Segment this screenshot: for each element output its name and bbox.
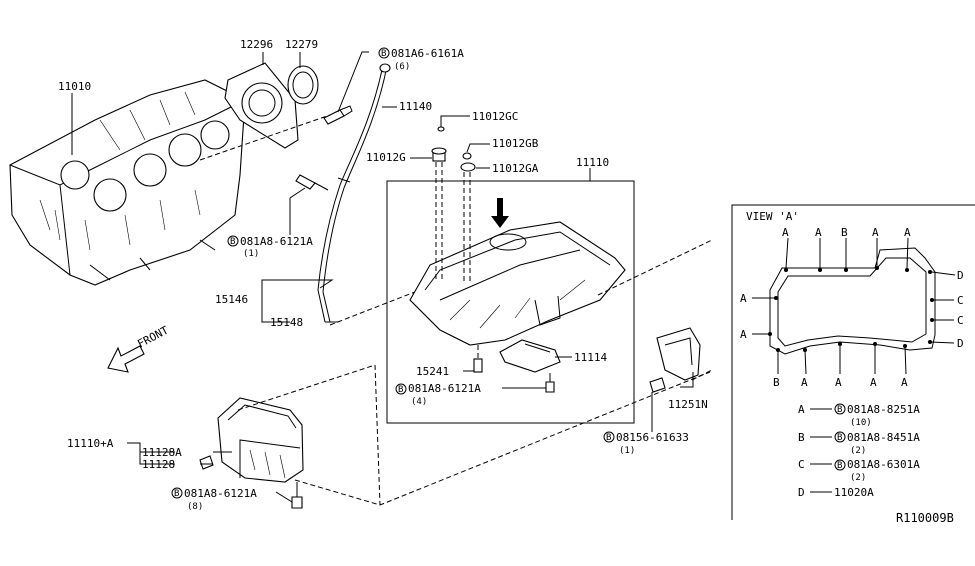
label-15146[interactable]: 15146 (215, 293, 248, 306)
label-11012gb[interactable]: 11012GB (492, 137, 539, 150)
circled-b-symbols (171, 47, 846, 499)
legend-key-b: B (798, 431, 805, 444)
circled-b-2: B (230, 237, 235, 247)
circled-b-5: B (174, 489, 179, 499)
bracket-11251n-drawing[interactable] (656, 327, 701, 381)
view-a-leaders (752, 237, 956, 375)
label-bolt-gauge-qty: (1) (243, 249, 259, 259)
circled-b-4: B (606, 433, 611, 443)
front-direction-arrow (107, 345, 145, 373)
pin-15241-drawing[interactable] (473, 345, 483, 373)
circled-b-3: B (398, 385, 403, 395)
baffle-bolt-drawing[interactable] (545, 373, 555, 393)
view-a-letter-a2: A (815, 226, 822, 239)
label-bolt-081a6-6161a[interactable]: 081A6-6161A (391, 47, 464, 60)
label-11114[interactable]: 11114 (574, 351, 607, 364)
label-bolt-pan-qty: (4) (411, 397, 427, 407)
label-11128a[interactable]: 11128A (142, 446, 182, 459)
circled-b-6: B (837, 405, 842, 415)
lower-oil-pan-drawing[interactable] (217, 397, 304, 483)
view-a-letter-c1: C (957, 294, 964, 307)
view-a-letter-b1: B (841, 226, 848, 239)
label-11010[interactable]: 11010 (58, 80, 91, 93)
view-a-letter-a9: A (870, 376, 877, 389)
view-a-title: VIEW 'A' (746, 210, 799, 223)
label-15241[interactable]: 15241 (416, 365, 449, 378)
view-a-letter-d2: D (957, 337, 964, 350)
legend-qty-b: (2) (850, 446, 866, 456)
view-a-letter-a7: A (801, 376, 808, 389)
view-a-letter-b2: B (773, 376, 780, 389)
bracket-bolt-drawing[interactable] (649, 377, 666, 393)
view-a-frame (731, 204, 975, 520)
plug-11012gc-drawing[interactable] (437, 126, 445, 132)
legend-key-c: C (798, 458, 805, 471)
legend-part-b[interactable]: 081A8-8451A (847, 431, 920, 444)
front-label: FRONT (135, 323, 171, 350)
legend-key-d: D (798, 486, 805, 499)
o-ring-11012ga-drawing[interactable] (460, 162, 476, 172)
label-11012g[interactable]: 11012G (366, 151, 406, 164)
view-a-letter-a8: A (835, 376, 842, 389)
circled-b-8: B (837, 461, 842, 471)
label-12279[interactable]: 12279 (285, 38, 318, 51)
label-bolt-081a6-qty: (6) (394, 62, 410, 72)
label-11251n[interactable]: 11251N (668, 398, 708, 411)
circled-b-7: B (837, 433, 842, 443)
circled-b-1: B (381, 49, 386, 59)
legend-part-d[interactable]: 11020A (834, 486, 874, 499)
rear-oil-seal-drawing[interactable] (287, 65, 319, 105)
label-15148[interactable]: 15148 (270, 316, 303, 329)
legend-part-a[interactable]: 081A8-8251A (847, 403, 920, 416)
view-a-bolt-holes (768, 266, 934, 352)
rear-oil-seal-retainer-drawing[interactable] (224, 62, 299, 149)
label-bolt-08156-61633[interactable]: 08156-61633 (616, 431, 689, 444)
lower-pan-bolt-drawing[interactable] (291, 482, 303, 509)
oil-pan-group-frame (386, 180, 635, 424)
label-11110-a[interactable]: 11110+A (67, 437, 114, 450)
retainer-bolt-drawing[interactable] (323, 105, 353, 125)
legend-qty-a: (10) (850, 418, 872, 428)
oil-pan-plug-drawing[interactable] (431, 147, 447, 162)
view-a-letter-a10: A (901, 376, 908, 389)
view-a-letter-a6: A (740, 328, 747, 341)
view-a-letter-a4: A (904, 226, 911, 239)
engine-block-drawing[interactable] (9, 79, 246, 286)
label-bolt-081a8-6121a-lower[interactable]: 081A8-6121A (184, 487, 257, 500)
label-11012ga[interactable]: 11012GA (492, 162, 539, 175)
washer-11012gb-drawing[interactable] (462, 152, 472, 160)
label-bolt-lower-qty: (8) (187, 502, 203, 512)
label-12296[interactable]: 12296 (240, 38, 273, 51)
label-11140[interactable]: 11140 (399, 100, 432, 113)
view-a-letter-a1: A (782, 226, 789, 239)
oil-gauge-bracket-bolt-drawing[interactable] (295, 174, 329, 191)
upper-oil-pan-drawing[interactable] (409, 221, 626, 346)
label-bolt-081a8-6121a-gauge[interactable]: 081A8-6121A (240, 235, 313, 248)
legend-key-a: A (798, 403, 805, 416)
label-11012gc[interactable]: 11012GC (472, 110, 518, 123)
view-a-direction-arrow (491, 198, 509, 228)
label-bolt-081a8-6121a-pan[interactable]: 081A8-6121A (408, 382, 481, 395)
view-a-letter-d1: D (957, 269, 964, 282)
view-a-letter-c2: C (957, 314, 964, 327)
drain-plug-drawing[interactable] (199, 455, 214, 470)
legend-part-c[interactable]: 081A8-6301A (847, 458, 920, 471)
view-a-letter-a3: A (872, 226, 879, 239)
view-a-oil-pan-outline[interactable] (769, 247, 936, 355)
leader-lines (71, 51, 694, 503)
view-a-letter-a5: A (740, 292, 747, 305)
diagram-id: R110009B (896, 511, 954, 525)
baffle-plate-11114-drawing[interactable] (499, 339, 561, 373)
label-11110[interactable]: 11110 (576, 156, 609, 169)
label-bolt-08156-qty: (1) (619, 446, 635, 456)
label-11128[interactable]: 11128 (142, 458, 175, 471)
legend-qty-c: (2) (850, 473, 866, 483)
oil-level-gauge-drawing[interactable] (317, 63, 391, 323)
